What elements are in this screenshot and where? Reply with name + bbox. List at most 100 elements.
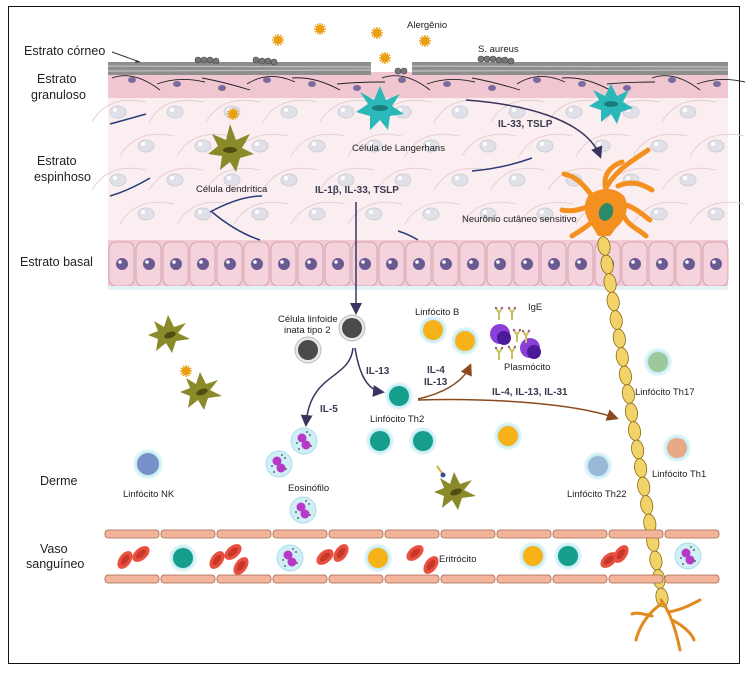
basal-nucleus xyxy=(440,258,452,270)
cytokine-to-neuron: IL-33, TSLP xyxy=(498,119,553,130)
spinous-nucleus xyxy=(166,105,184,119)
ilc2-cell-1 xyxy=(338,314,366,342)
granular-nucleus xyxy=(308,81,316,87)
axon-segment xyxy=(631,439,645,460)
allergen-icon xyxy=(272,34,284,46)
spinous-nucleus xyxy=(308,207,326,221)
vessel-wall-bottom-cell xyxy=(496,574,552,584)
s-aureus-cluster-4 xyxy=(477,55,515,65)
b-cell xyxy=(494,422,522,450)
label-stratum-corneum: Estrato córneo xyxy=(24,44,105,58)
erythrocyte xyxy=(333,544,349,562)
basal-nucleus xyxy=(386,258,398,270)
plasma-cell-2 xyxy=(520,338,541,359)
spinous-nucleus xyxy=(308,139,326,153)
th1-cell xyxy=(663,434,691,462)
label-th22: Linfócito Th22 xyxy=(567,489,627,500)
axon-segment xyxy=(627,421,642,441)
spinous-nucleus xyxy=(650,139,668,153)
stratum-corneum-right xyxy=(412,62,728,75)
axon-terminal xyxy=(630,598,702,652)
arrow-il5 xyxy=(300,347,354,427)
ige-icon xyxy=(521,329,531,343)
basal-nucleus xyxy=(359,258,371,270)
basal-nucleus xyxy=(332,258,344,270)
granular-nucleus xyxy=(353,85,361,91)
dendritic-cell-dermis-1 xyxy=(148,315,190,353)
granular-nucleus xyxy=(578,81,586,87)
label-s-aureus: S. aureus xyxy=(478,44,519,55)
label-blood-vessel-2: sanguíneo xyxy=(26,557,84,571)
erythrocyte xyxy=(117,551,133,569)
ige-icon xyxy=(494,346,504,360)
spinous-nucleus xyxy=(337,105,355,119)
axon-segment xyxy=(609,310,623,330)
vessel-wall-top-cell xyxy=(552,529,608,539)
label-nk: Linfócito NK xyxy=(123,489,175,500)
vessel-wall-top-cell xyxy=(216,529,272,539)
spinous-nucleus xyxy=(137,207,155,221)
erythrocyte xyxy=(613,545,629,563)
b-cell-in-vessel xyxy=(364,544,392,572)
basal-nucleus xyxy=(710,258,722,270)
label-stratum-granulosum-1: Estrato xyxy=(37,72,77,86)
eosinophil xyxy=(289,496,317,524)
spinous-nucleus xyxy=(679,105,697,119)
granular-nucleus xyxy=(443,81,451,87)
label-th1: Linfócito Th1 xyxy=(652,469,706,480)
vessel-wall-bottom-cell xyxy=(664,574,720,584)
th17-cell xyxy=(644,348,672,376)
axon-segment xyxy=(655,587,669,608)
basal-nucleus xyxy=(413,258,425,270)
spinous-nucleus xyxy=(280,173,298,187)
basal-nucleus xyxy=(170,258,182,270)
allergen-icon xyxy=(371,27,383,39)
spinous-nucleus xyxy=(166,173,184,187)
basal-cells xyxy=(108,241,729,287)
sensory-neuron-body xyxy=(559,147,655,239)
langerhans-cell-2 xyxy=(589,84,633,124)
granular-nucleus xyxy=(713,81,721,87)
granular-nucleus xyxy=(128,77,136,83)
cytokine-il13: IL-13 xyxy=(366,366,390,377)
ilc2-cell-2 xyxy=(294,336,322,364)
vessel-wall-top-cell xyxy=(328,529,384,539)
th22-cell xyxy=(584,452,612,480)
vessel-wall-bottom-cell xyxy=(608,574,664,584)
spinous-nucleus xyxy=(109,173,127,187)
erythrocyte xyxy=(132,546,150,562)
axon-segment xyxy=(634,458,648,478)
erythrocyte xyxy=(423,556,439,574)
spinous-nucleus xyxy=(251,207,269,221)
vessel-wall-top-cell xyxy=(664,529,720,539)
granular-cell-borders xyxy=(111,75,746,91)
erythrocyte xyxy=(316,549,334,565)
eosinophil xyxy=(265,450,293,478)
label-langerhans: Célula de Langerhans xyxy=(352,143,445,154)
granular-nucleus xyxy=(488,85,496,91)
axon-segment xyxy=(621,384,635,404)
allergen-icon xyxy=(419,35,431,47)
basal-nucleus xyxy=(575,258,587,270)
spinous-nucleus xyxy=(707,139,725,153)
granular-nucleus xyxy=(263,77,271,83)
basal-nucleus xyxy=(116,258,128,270)
label-stratum-spinosum-1: Estrato xyxy=(37,154,77,168)
label-th17: Linfócito Th17 xyxy=(635,387,695,398)
label-b-cell: Linfócito B xyxy=(415,307,459,318)
ige-icon xyxy=(494,306,504,320)
allergen-icon xyxy=(180,365,192,377)
label-ige: IgE xyxy=(528,302,542,313)
vessel-wall-bottom-cell xyxy=(552,574,608,584)
nk-cell xyxy=(133,449,163,479)
erythrocyte xyxy=(600,552,618,568)
label-ilc2-1: Célula linfoide xyxy=(278,314,338,325)
basal-nucleus xyxy=(143,258,155,270)
ige-icon xyxy=(507,306,517,320)
cytokine-to-nerve: IL-4, IL-13, IL-31 xyxy=(492,387,568,398)
vessel-wall-top-cell xyxy=(440,529,496,539)
axon-segment xyxy=(640,495,654,515)
label-blood-vessel-1: Vaso xyxy=(40,542,68,556)
vessel-wall-bottom-cell xyxy=(272,574,328,584)
label-plasma-cell: Plasmócito xyxy=(504,362,550,373)
